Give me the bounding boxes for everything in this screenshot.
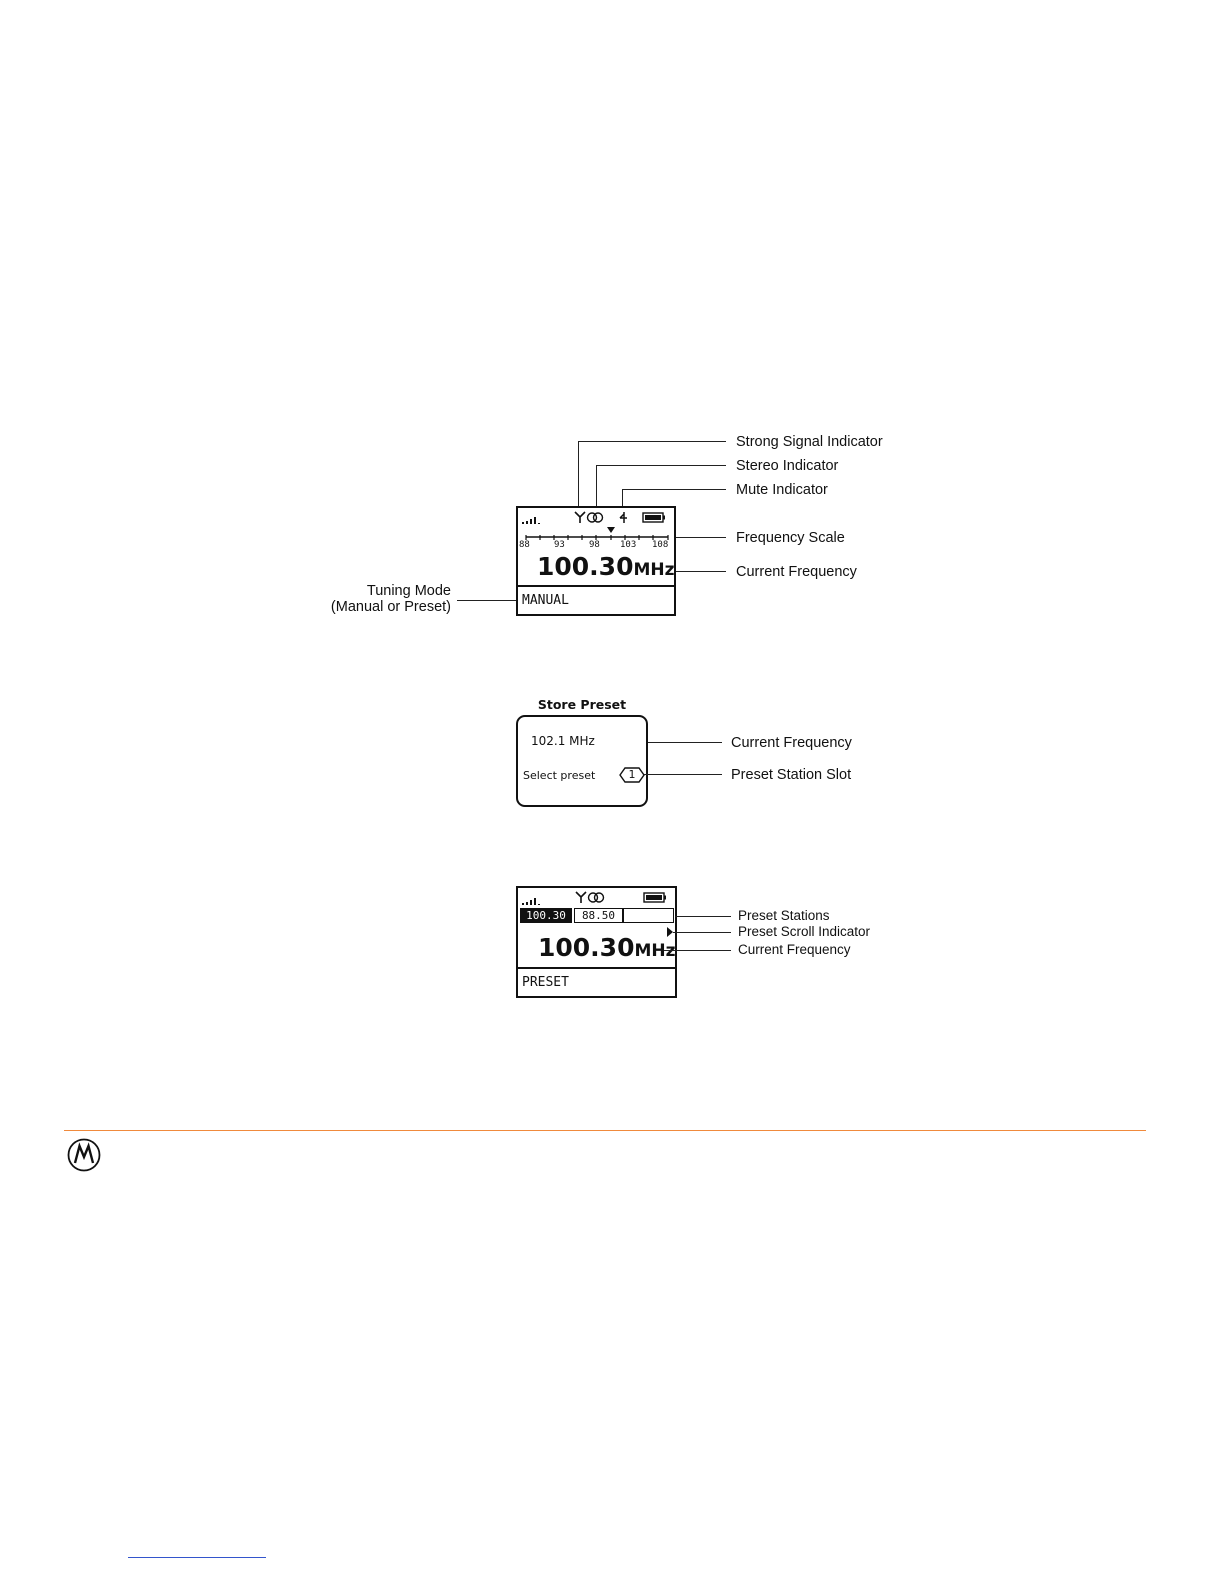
- preset-scroll-right-icon[interactable]: [667, 927, 673, 937]
- battery-icon: [643, 892, 666, 903]
- radio-screen-manual: 88 93 98 103 108 100.30MHz MANUAL: [516, 506, 676, 616]
- callout-tuning-mode-line1: Tuning Mode: [366, 583, 451, 599]
- radio-screen-preset: 100.30 88.50 100.30MHz PRESET: [516, 886, 677, 998]
- select-preset-label: Select preset: [523, 769, 596, 782]
- motorola-logo-icon: [67, 1138, 101, 1172]
- callout-store-current-frequency: Current Frequency: [731, 735, 852, 751]
- frequency-value: 100.30: [537, 552, 634, 581]
- stereo-icon: [586, 512, 604, 523]
- leader-strong-signal-vertical: [578, 441, 579, 513]
- leader-preset-slot: [644, 774, 722, 775]
- footer-rule: [64, 1130, 1146, 1131]
- frequency-pointer-icon: [607, 527, 615, 533]
- store-preset-dialog: 102.1 MHz Select preset 1: [516, 715, 648, 807]
- current-frequency-readout: 100.30MHz: [538, 933, 676, 966]
- callout-preset-scroll: Preset Scroll Indicator: [738, 924, 871, 939]
- callout-mute: Mute Indicator: [736, 482, 828, 498]
- battery-icon: [642, 512, 665, 523]
- frequency-scale: [525, 527, 669, 540]
- leader-preset-current-frequency: [664, 950, 731, 951]
- scale-label: 98: [589, 540, 600, 550]
- leader-current-frequency: [658, 571, 726, 572]
- mute-icon: [619, 512, 627, 523]
- leader-frequency-scale: [668, 537, 726, 538]
- leader-preset-scroll: [673, 932, 731, 933]
- scale-label: 108: [652, 540, 669, 550]
- leader-strong-signal-horizontal: [578, 441, 726, 442]
- scale-label: 88: [519, 540, 530, 550]
- callout-preset-stations: Preset Stations: [738, 908, 830, 923]
- leader-mute-vertical: [622, 489, 623, 513]
- callout-current-frequency: Current Frequency: [736, 564, 857, 580]
- current-frequency-readout: 100.30MHz: [537, 553, 675, 584]
- frequency-scale-labels: 88 93 98 103 108: [518, 540, 674, 551]
- leader-preset-stations: [675, 916, 731, 917]
- leader-mute-horizontal: [622, 489, 726, 490]
- preset-slot-selector[interactable]: 1: [619, 767, 645, 783]
- scale-label: 93: [554, 540, 565, 550]
- callout-tuning-mode-line2: (Manual or Preset): [330, 599, 451, 615]
- signal-bars-icon: [522, 898, 540, 905]
- callout-tuning-mode: Tuning Mode (Manual or Preset): [300, 583, 451, 615]
- leader-stereo-vertical: [596, 465, 597, 513]
- frequency-unit: MHz: [634, 941, 676, 961]
- tuning-mode-label: PRESET: [522, 975, 569, 990]
- leader-store-current-frequency: [648, 742, 722, 743]
- scale-label: 103: [620, 540, 637, 550]
- screen-divider: [518, 585, 674, 587]
- callout-frequency-scale: Frequency Scale: [736, 530, 845, 546]
- callout-preset-current-frequency: Current Frequency: [738, 942, 851, 957]
- callout-stereo: Stereo Indicator: [736, 458, 839, 474]
- callout-strong-signal: Strong Signal Indicator: [736, 434, 883, 450]
- slot-selector-icon: [619, 767, 645, 783]
- preset-stations-row: 100.30 88.50: [520, 908, 674, 923]
- bottom-link-underline: [128, 1557, 266, 1558]
- preset-slot-number: 1: [628, 768, 636, 781]
- leader-stereo-horizontal: [596, 465, 726, 466]
- store-preset-title: Store Preset: [537, 697, 627, 712]
- preset-station-3[interactable]: [623, 908, 674, 923]
- leader-tuning-mode: [457, 600, 517, 601]
- antenna-icon: [575, 891, 587, 903]
- stereo-icon: [587, 892, 605, 903]
- preset-station-1[interactable]: 100.30: [520, 908, 572, 923]
- callout-preset-slot: Preset Station Slot: [731, 767, 852, 783]
- preset-station-2[interactable]: 88.50: [574, 908, 623, 923]
- frequency-value: 100.30: [538, 933, 635, 962]
- screen-divider: [518, 967, 675, 969]
- tuning-mode-label: MANUAL: [522, 593, 569, 608]
- store-preset-frequency: 102.1 MHz: [531, 734, 595, 748]
- signal-bars-icon: [522, 517, 540, 524]
- frequency-unit: MHz: [633, 560, 675, 580]
- antenna-icon: [574, 511, 586, 523]
